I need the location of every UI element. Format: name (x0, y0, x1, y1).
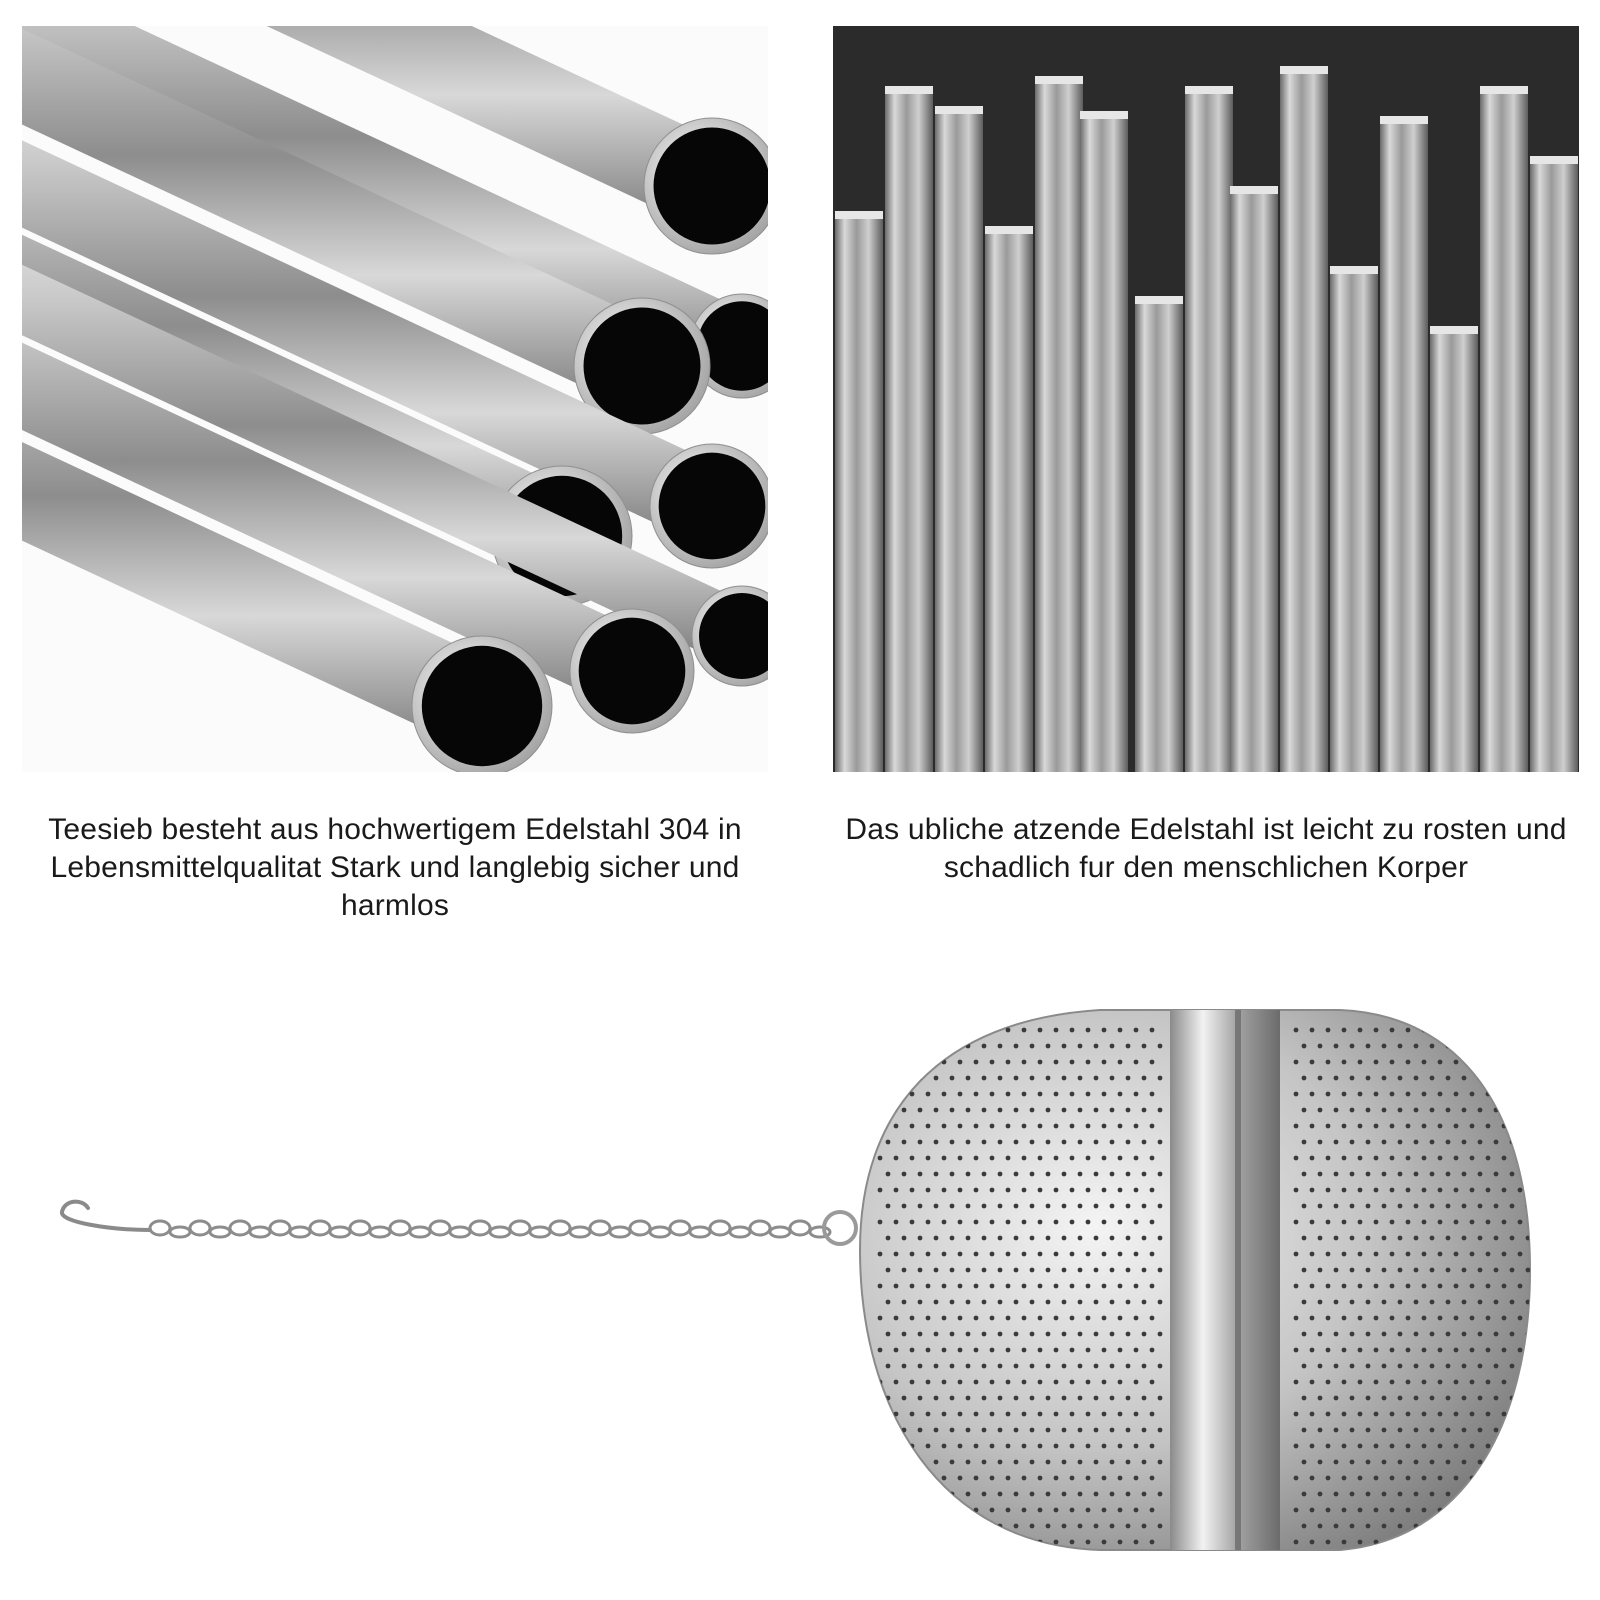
steel-rod (1135, 296, 1183, 772)
chain-link (808, 1225, 832, 1239)
chain-link (348, 1219, 372, 1237)
steel-rod (1530, 156, 1578, 772)
chain-link (648, 1225, 672, 1239)
steel-rod (1185, 86, 1233, 772)
hook-icon (60, 1199, 152, 1232)
steel-rods-image (833, 26, 1579, 772)
steel-tubes-image (22, 26, 768, 772)
chain-link (748, 1219, 772, 1237)
steel-rod (1080, 111, 1128, 772)
chain-link (708, 1219, 732, 1237)
steel-rod (885, 86, 933, 772)
chain-link (528, 1225, 552, 1239)
steel-tube (22, 442, 553, 772)
steel-rod (1480, 86, 1528, 772)
steel-rod (1430, 326, 1478, 772)
chain-link (668, 1219, 692, 1237)
chain-link (228, 1219, 252, 1237)
steel-rod (1230, 186, 1278, 772)
chain-link (468, 1219, 492, 1237)
steel-tube (22, 342, 695, 734)
chain-link (428, 1219, 452, 1237)
chain-link (488, 1225, 512, 1239)
chain-link (388, 1219, 412, 1237)
steel-rod (985, 226, 1033, 772)
chain-link (588, 1219, 612, 1237)
steel-tube (22, 28, 711, 435)
steel-rod (935, 106, 983, 772)
chain-link (628, 1219, 652, 1237)
chain-link (688, 1225, 712, 1239)
steel-rod (1280, 66, 1328, 772)
chain-link (288, 1225, 312, 1239)
chain-link (408, 1225, 432, 1239)
steel-rod (1035, 76, 1083, 772)
tea-infuser-image (40, 990, 1580, 1590)
chain-link (768, 1225, 792, 1239)
chain-link (508, 1219, 532, 1237)
caption-right: Das ubliche atzende Edelstahl ist leicht… (845, 813, 1567, 884)
steel-tube (22, 140, 768, 569)
chain-link (368, 1225, 392, 1239)
steel-rod (1330, 266, 1378, 772)
chain-link (448, 1225, 472, 1239)
steel-rod (1380, 116, 1428, 772)
chain-link (248, 1225, 272, 1239)
chain-link (788, 1219, 812, 1237)
chain-link (568, 1225, 592, 1239)
chain-link (328, 1225, 352, 1239)
chain-link (148, 1219, 172, 1237)
chain-link (268, 1219, 292, 1237)
chain-link (728, 1225, 752, 1239)
chain-link (168, 1225, 192, 1239)
chain-link (188, 1219, 212, 1237)
chain-link (548, 1219, 572, 1237)
chain-link (308, 1219, 332, 1237)
chain (148, 1219, 832, 1239)
chain-link (608, 1225, 632, 1239)
steel-rod (835, 211, 883, 772)
chain-link (208, 1225, 232, 1239)
caption-left: Teesieb besteht aus hochwertigem Edelsta… (48, 813, 742, 922)
steel-tube (22, 264, 768, 687)
